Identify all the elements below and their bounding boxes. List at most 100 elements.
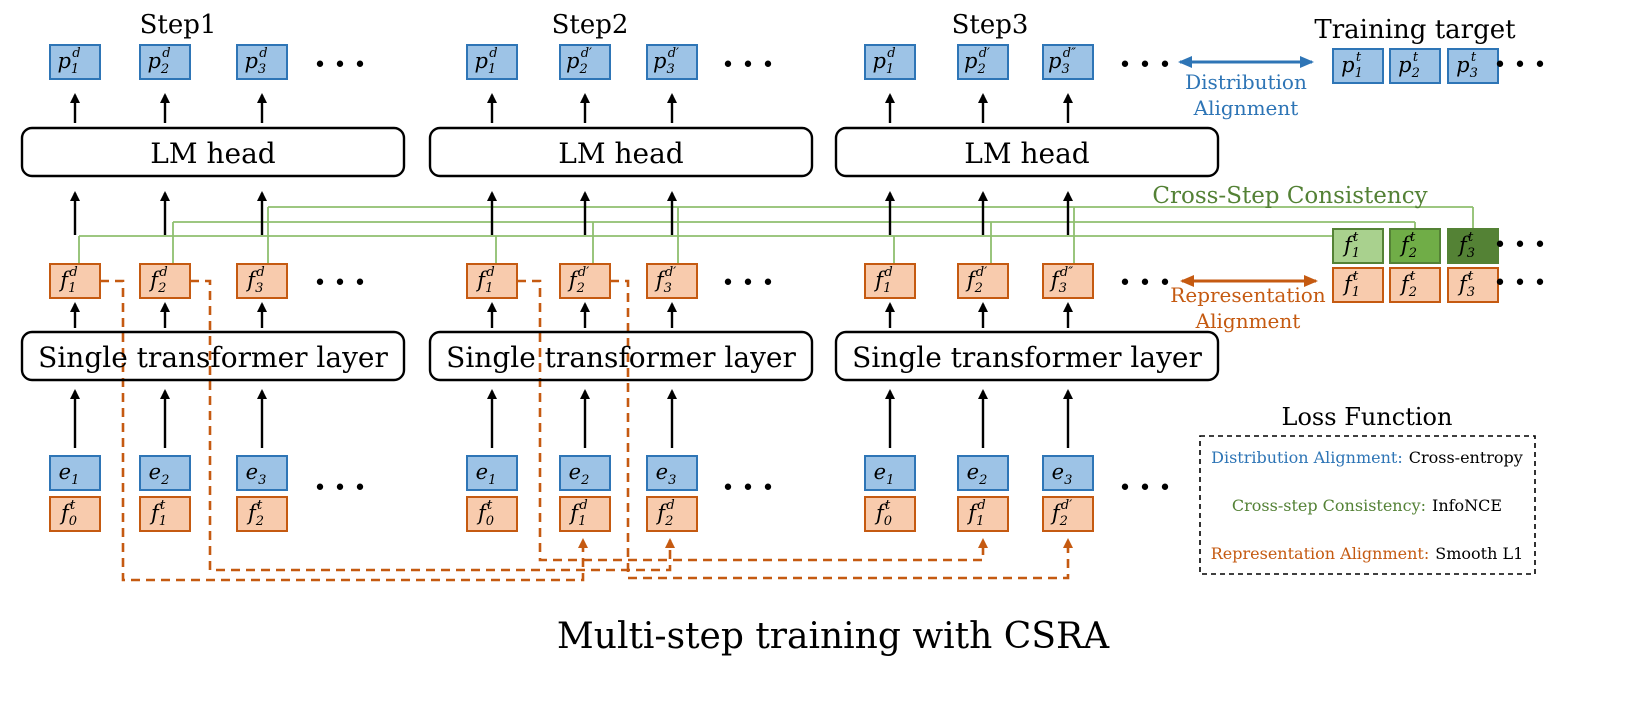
token-sub: 1 [71,473,79,488]
input-feature-box [1042,496,1094,532]
token-sub: 1 [1355,66,1363,81]
hidden-feature-box [646,263,698,299]
target-prob-label-text: p3t [1456,50,1478,81]
token-base: f [1342,233,1355,257]
token-base: p [964,49,977,73]
token-sub: 1 [488,473,496,488]
transformer-label-2: Single transformer layer [446,341,796,374]
input-feature-box [864,496,916,532]
token-sub: 0 [69,514,77,529]
target-orange-feature-label: f3t [1457,269,1475,300]
ellipsis-hidden: • • • [722,271,775,296]
input-feature-box [957,496,1009,532]
token-sup: t [1413,50,1419,65]
token-sub: 3 [1061,62,1069,77]
embedding-label: e1 [59,460,80,488]
output-prob-label-text: p3d [244,46,267,77]
token-sub: 3 [1064,473,1072,488]
token-base: e [149,460,161,484]
embedding-box [646,455,698,491]
loss-item-1: Distribution Alignment:Cross-entropy [1211,448,1523,467]
embedding-label-text: e2 [149,460,170,488]
output-prob-box [236,44,288,80]
hidden-feature-label: f3d″ [1049,265,1073,296]
input-feature-label: f0t [59,498,77,529]
output-prob-box [646,44,698,80]
target-orange-feature-label: f2t [1399,269,1417,300]
output-prob-label: p3d″ [1048,46,1076,77]
embedding-box [49,455,101,491]
hidden-feature-label-text: f1d [475,265,494,296]
token-base: f [58,268,71,292]
loss-function-panel [1199,435,1536,575]
token-base: p [566,49,579,73]
token-sub: 2 [976,62,985,77]
input-feature-label: f1d [966,498,985,529]
loss-item-name: Cross-step Consistency: [1232,496,1426,515]
embedding-box [236,455,288,491]
embedding-box [864,455,916,491]
token-sup: t [1353,230,1359,245]
token-sup: t [1410,230,1416,245]
token-sub: 2 [580,473,589,488]
ellipsis-target-prob: • • • [1494,53,1547,78]
token-base: f [965,268,978,292]
token-sup: d [162,46,170,61]
hidden-feature-label-text: f2d [148,265,167,296]
token-sup: d [884,265,892,280]
transformer-box-2 [428,330,814,382]
token-sup: d [486,265,494,280]
output-prob-label-text: p1d [474,46,497,77]
token-sub: 2 [1408,285,1417,300]
loss-item-value: Smooth L1 [1435,544,1523,563]
hidden-feature-label-text: f3d″ [1049,265,1073,296]
ellipsis-input: • • • [722,476,775,501]
token-base: f [246,501,259,525]
token-sub: 0 [486,514,494,529]
output-prob-label: p3d′ [653,46,679,77]
input-feature-box [49,496,101,532]
token-sup: t [885,498,891,513]
target-green-feature-box [1332,228,1384,264]
embedding-label-text: e3 [246,460,267,488]
output-prob-label: p2d′ [566,46,592,77]
token-sup: t [1356,50,1362,65]
ellipsis-output: • • • [314,53,367,78]
ellipsis-target-green: • • • [1494,233,1547,258]
token-sup: d′ [581,46,592,61]
embedding-label-text: e1 [874,460,895,488]
transformer-box-3 [834,330,1220,382]
token-sub: 1 [485,281,493,296]
input-feature-label-text: f0t [476,498,494,529]
hidden-feature-box [559,263,611,299]
token-sub: 2 [160,473,169,488]
token-sup: t [1410,269,1416,284]
ellipsis-input: • • • [314,476,367,501]
ellipsis-hidden: • • • [1119,271,1172,296]
hidden-feature-label: f3d′ [654,265,676,296]
token-sup: d′ [668,46,679,61]
step-title-3: Step3 [952,10,1029,40]
token-base: e [476,460,488,484]
output-prob-label: p1d [57,46,80,77]
input-feature-box [466,496,518,532]
feedback-route-s2-f1 [517,279,988,562]
embedding-label: e2 [967,460,988,488]
token-sub: 3 [666,62,674,77]
target-green-feature-label-text: f3t [1457,230,1475,261]
token-sub: 2 [1059,514,1068,529]
embedding-label-text: e2 [569,460,590,488]
lm-head-box-2 [428,126,814,178]
hidden-feature-label-text: f1d [873,265,892,296]
output-prob-label-text: p2d′ [964,46,990,77]
embedding-label: e1 [874,460,895,488]
token-sub: 1 [886,473,894,488]
hidden-feature-label-text: f3d [245,265,264,296]
token-sup: d′ [665,265,676,280]
embedding-box [139,455,191,491]
token-base: f [874,501,887,525]
representation-alignment-label: Representation [1170,283,1326,307]
hidden-feature-label: f2d′ [567,265,589,296]
target-green-feature-label-text: f1t [1342,230,1360,261]
